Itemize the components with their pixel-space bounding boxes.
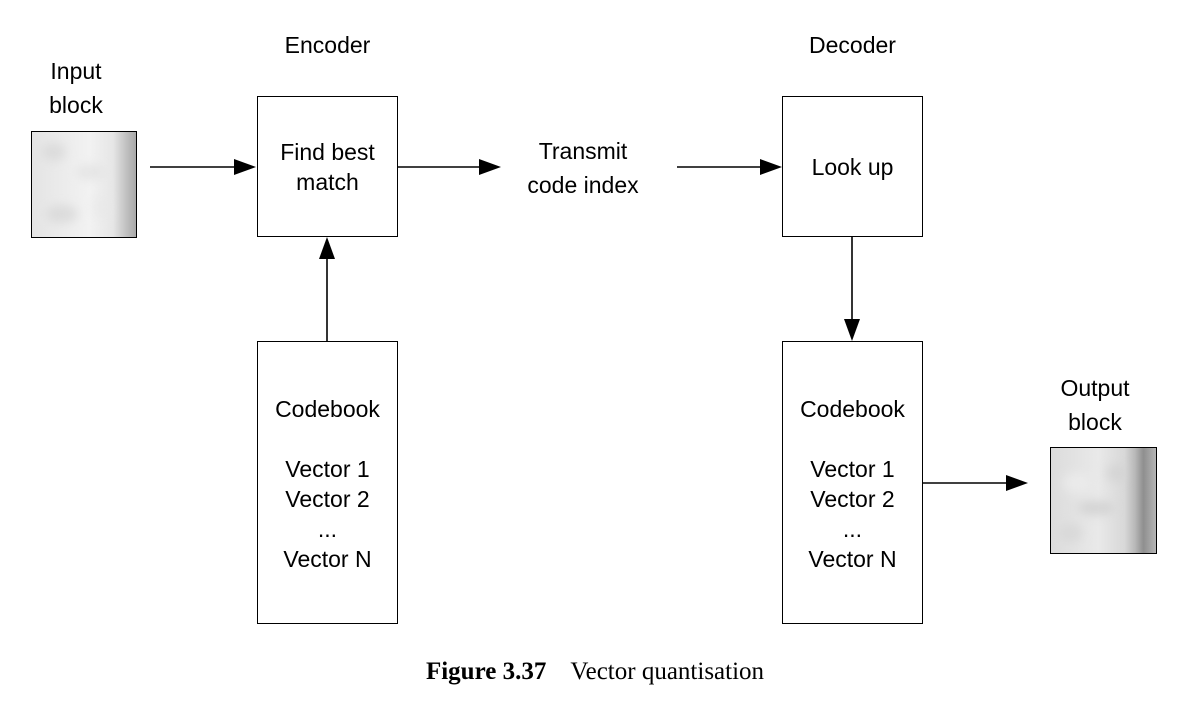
figure-title: Vector quantisation [570,658,765,685]
transmit-label-line2: code index [527,172,639,198]
output-block-image [1050,447,1157,554]
encoder-heading: Encoder [284,32,371,58]
encoder-codebook-title: Codebook [275,396,380,422]
decoder-codebook-vector: Vector 1 [810,456,895,482]
arrowhead-codebook-to-output [1006,475,1028,491]
encoder-codebook-box: Codebook Vector 1 Vector 2 ... Vector N [257,341,398,624]
encoder-codebook-vector: Vector 2 [285,486,370,512]
find-best-match-box: Find best match [257,96,398,237]
encoder-codebook-ellipsis: ... [317,516,338,542]
input-block-label-line1: Input [50,58,102,84]
look-up-box: Look up [782,96,923,237]
input-block-label: Input block [16,54,136,122]
decoder-codebook-box: Codebook Vector 1 Vector 2 ... Vector N [782,341,923,624]
encoder-codebook-vector: Vector 1 [285,456,370,482]
find-best-match-line1: Find best [280,138,375,165]
figure-caption: Figure 3.37 Vector quantisation [0,658,1190,686]
figure-number: Figure 3.37 [425,658,547,685]
decoder-codebook-ellipsis: ... [842,516,863,542]
decoder-heading: Decoder [809,32,896,58]
decoder-codebook-title: Codebook [800,396,905,422]
output-block-picture [1051,448,1156,553]
decoder-codebook-vector: Vector 2 [810,486,895,512]
output-block-label-line2: block [1068,409,1122,435]
transmit-label-line1: Transmit [538,138,628,164]
look-up-label: Look up [811,153,894,180]
arrowhead-codebook-to-encoder [319,237,335,259]
arrowhead-encoder-to-transmit [479,159,501,175]
encoder-codebook-vector: Vector N [283,546,372,572]
transmit-label: Transmit code index [503,134,663,202]
input-block-label-line2: block [49,92,103,118]
output-block-label-line1: Output [1060,375,1130,401]
find-best-match-line2: match [296,168,359,195]
input-block-image [31,131,137,238]
decoder-codebook-vector: Vector N [808,546,897,572]
arrowhead-transmit-to-decoder [760,159,782,175]
arrowhead-input-to-encoder [234,159,256,175]
arrowhead-decoder-to-codebook [844,319,860,341]
input-block-picture [32,132,136,237]
output-block-label: Output block [1035,371,1155,439]
